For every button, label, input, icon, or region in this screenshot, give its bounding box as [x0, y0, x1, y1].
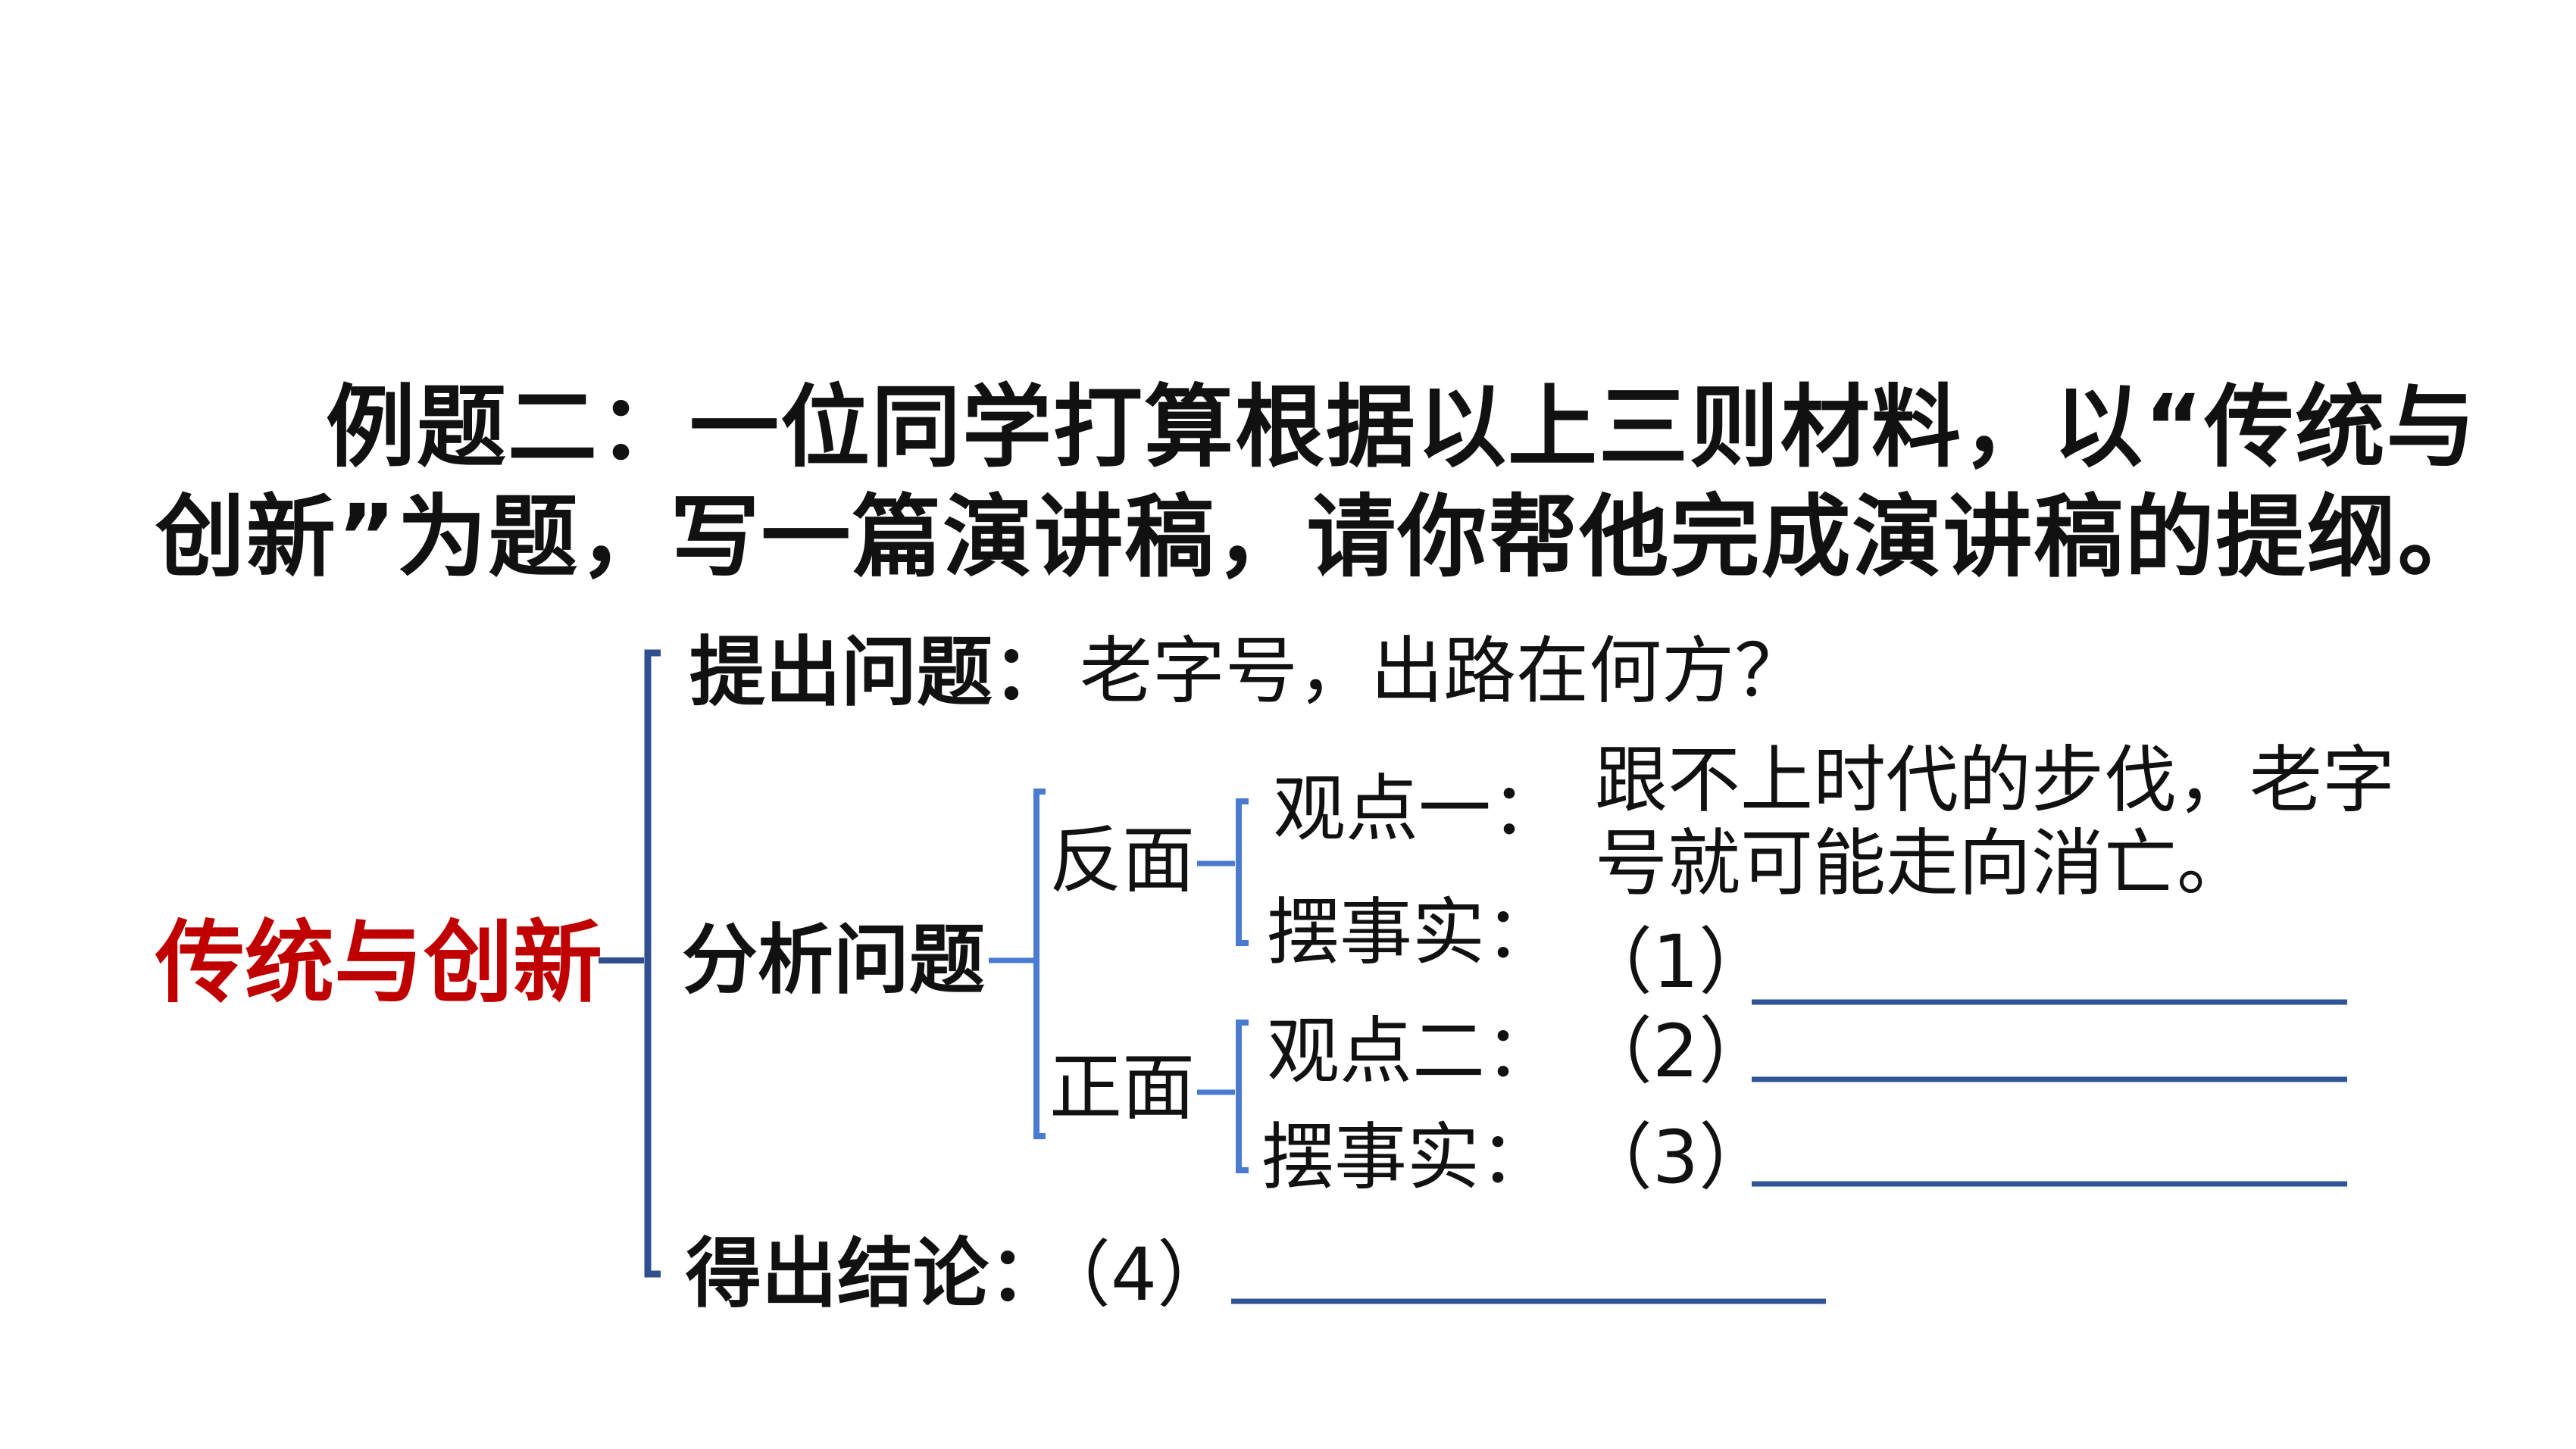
blank-2: （2） — [1580, 1009, 1772, 1094]
question-line-1: 例题二：一位同学打算根据以上三则材料，以“传统与 — [326, 375, 2478, 479]
blank-3: （3） — [1580, 1115, 1772, 1200]
blank-1: （1） — [1580, 920, 1772, 1004]
negative-label: 反面 — [1049, 818, 1195, 903]
analyze-label: 分析问题 — [682, 916, 985, 1004]
conclude-label: 得出结论： — [686, 1229, 1064, 1318]
root-title: 传统与创新 — [155, 910, 603, 1015]
raise-text: 老字号，出路在何方？ — [1080, 629, 1807, 714]
viewpoint-1-text: 跟不上时代的步伐，老字号就可能走向消亡。 — [1595, 738, 2395, 907]
blank-4: （4） — [1038, 1232, 1230, 1317]
positive-label: 正面 — [1049, 1045, 1195, 1130]
main-bracket — [644, 649, 661, 1278]
facts-2-label: 摆事实： — [1261, 1115, 1552, 1200]
viewpoint-1-label: 观点一： — [1273, 767, 1564, 851]
positive-bracket — [1236, 1020, 1249, 1173]
facts-1-label: 摆事实： — [1267, 890, 1558, 975]
analyze-bracket — [1033, 789, 1046, 1139]
viewpoint-2-label: 观点二： — [1267, 1009, 1558, 1094]
negative-bracket — [1236, 798, 1249, 946]
raise-label: 提出问题： — [689, 628, 1068, 717]
question-line-2: 创新”为题，写一篇演讲稿，请你帮他完成演讲稿的提纲。 — [155, 485, 2489, 589]
